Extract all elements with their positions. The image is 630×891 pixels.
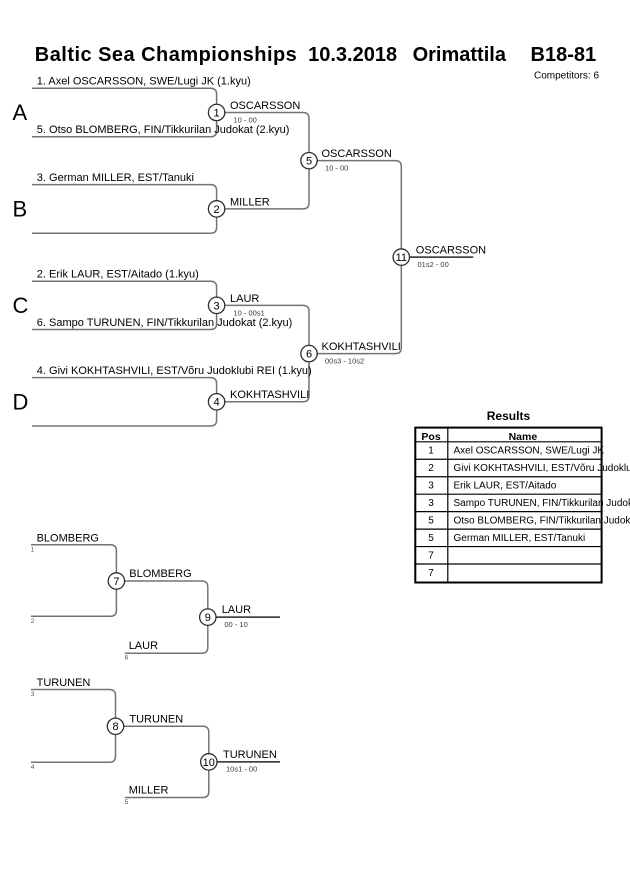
svg-text:3: 3: [31, 691, 35, 698]
svg-text:2: 2: [428, 463, 434, 474]
svg-text:BLOMBERG: BLOMBERG: [37, 533, 99, 545]
svg-text:B: B: [13, 197, 28, 222]
svg-text:Otso BLOMBERG, FIN/Tikkurilan: Otso BLOMBERG, FIN/Tikkurilan Judokat: [454, 516, 630, 527]
svg-text:3: 3: [428, 498, 434, 509]
svg-text:Erik LAUR, EST/Aitado: Erik LAUR, EST/Aitado: [454, 481, 557, 492]
svg-text:C: C: [13, 293, 29, 318]
svg-text:Pos: Pos: [421, 431, 440, 443]
svg-text:3. German MILLER, EST/Tanuki: 3. German MILLER, EST/Tanuki: [37, 172, 194, 184]
svg-text:TURUNEN: TURUNEN: [223, 749, 277, 761]
svg-text:2: 2: [214, 204, 220, 216]
svg-text:KOKHTASHVILI: KOKHTASHVILI: [230, 389, 309, 401]
svg-text:7: 7: [113, 576, 119, 588]
svg-text:LAUR: LAUR: [129, 640, 158, 652]
svg-text:5: 5: [306, 156, 312, 168]
svg-text:3: 3: [428, 481, 434, 492]
svg-text:8: 8: [112, 721, 118, 733]
svg-text:11: 11: [396, 252, 407, 264]
svg-text:OSCARSSON: OSCARSSON: [230, 100, 300, 112]
svg-text:10: 10: [203, 757, 215, 769]
svg-text:KOKHTASHVILI: KOKHTASHVILI: [322, 341, 401, 353]
svg-text:A: A: [13, 100, 28, 125]
svg-text:MILLER: MILLER: [129, 785, 169, 797]
svg-text:LAUR: LAUR: [222, 604, 251, 616]
svg-text:9: 9: [205, 612, 211, 624]
svg-text:6: 6: [125, 655, 129, 662]
svg-text:1. Axel OSCARSSON, SWE/Lugi JK: 1. Axel OSCARSSON, SWE/Lugi JK (1.kyu): [37, 76, 251, 88]
svg-text:7: 7: [428, 550, 434, 561]
svg-text:6. Sampo TURUNEN, FIN/Tikkuril: 6. Sampo TURUNEN, FIN/Tikkurilan Judokat…: [37, 317, 293, 329]
svg-text:Sampo TURUNEN, FIN/Tikkurilan: Sampo TURUNEN, FIN/Tikkurilan Judokat: [454, 498, 630, 509]
svg-text:5: 5: [428, 516, 434, 527]
svg-text:2. Erik LAUR, EST/Aitado (1.ky: 2. Erik LAUR, EST/Aitado (1.kyu): [37, 269, 199, 281]
svg-text:10.3.2018: 10.3.2018: [308, 44, 397, 66]
svg-text:00s3 - 10s2: 00s3 - 10s2: [325, 357, 364, 366]
svg-text:Competitors: 6: Competitors: 6: [534, 71, 599, 82]
svg-text:4: 4: [214, 397, 220, 409]
svg-text:10 - 00s1: 10 - 00s1: [234, 308, 265, 317]
svg-text:2: 2: [31, 618, 35, 625]
svg-text:5: 5: [125, 799, 129, 806]
svg-text:Name: Name: [509, 431, 538, 443]
svg-text:OSCARSSON: OSCARSSON: [416, 245, 486, 257]
svg-text:TURUNEN: TURUNEN: [129, 713, 183, 725]
svg-text:1: 1: [428, 446, 434, 457]
svg-text:4: 4: [31, 764, 35, 771]
svg-text:Givi KOKHTASHVILI, EST/Võru Ju: Givi KOKHTASHVILI, EST/Võru Judoklubi RE…: [454, 463, 630, 474]
svg-text:Orimattila: Orimattila: [413, 44, 507, 66]
svg-text:TURUNEN: TURUNEN: [37, 677, 91, 689]
svg-text:7: 7: [428, 568, 434, 579]
svg-text:Baltic Sea Championships: Baltic Sea Championships: [35, 44, 297, 66]
svg-text:OSCARSSON: OSCARSSON: [322, 148, 392, 160]
svg-text:3: 3: [214, 300, 220, 312]
svg-text:5. Otso BLOMBERG, FIN/Tikkuril: 5. Otso BLOMBERG, FIN/Tikkurilan Judokat…: [37, 124, 290, 136]
svg-text:Results: Results: [487, 409, 531, 423]
svg-text:5: 5: [428, 533, 434, 544]
svg-text:LAUR: LAUR: [230, 293, 259, 305]
svg-text:Axel OSCARSSON, SWE/Lugi JK: Axel OSCARSSON, SWE/Lugi JK: [454, 446, 605, 457]
svg-text:MILLER: MILLER: [230, 196, 270, 208]
svg-text:4. Givi KOKHTASHVILI, EST/Võru: 4. Givi KOKHTASHVILI, EST/Võru Judoklubi…: [37, 365, 312, 377]
svg-text:German MILLER, EST/Tanuki: German MILLER, EST/Tanuki: [454, 533, 586, 544]
svg-text:6: 6: [306, 348, 312, 360]
svg-text:01s2 - 00: 01s2 - 00: [418, 260, 449, 269]
svg-text:10 - 00: 10 - 00: [325, 164, 348, 173]
svg-text:10s1 - 00: 10s1 - 00: [226, 765, 257, 774]
svg-text:10 - 00: 10 - 00: [234, 115, 257, 124]
svg-text:D: D: [13, 389, 29, 414]
svg-text:1: 1: [214, 107, 220, 119]
svg-text:B18-81: B18-81: [531, 44, 597, 66]
svg-text:1: 1: [31, 547, 35, 554]
svg-text:00 - 10: 00 - 10: [224, 620, 247, 629]
svg-text:BLOMBERG: BLOMBERG: [129, 568, 191, 580]
